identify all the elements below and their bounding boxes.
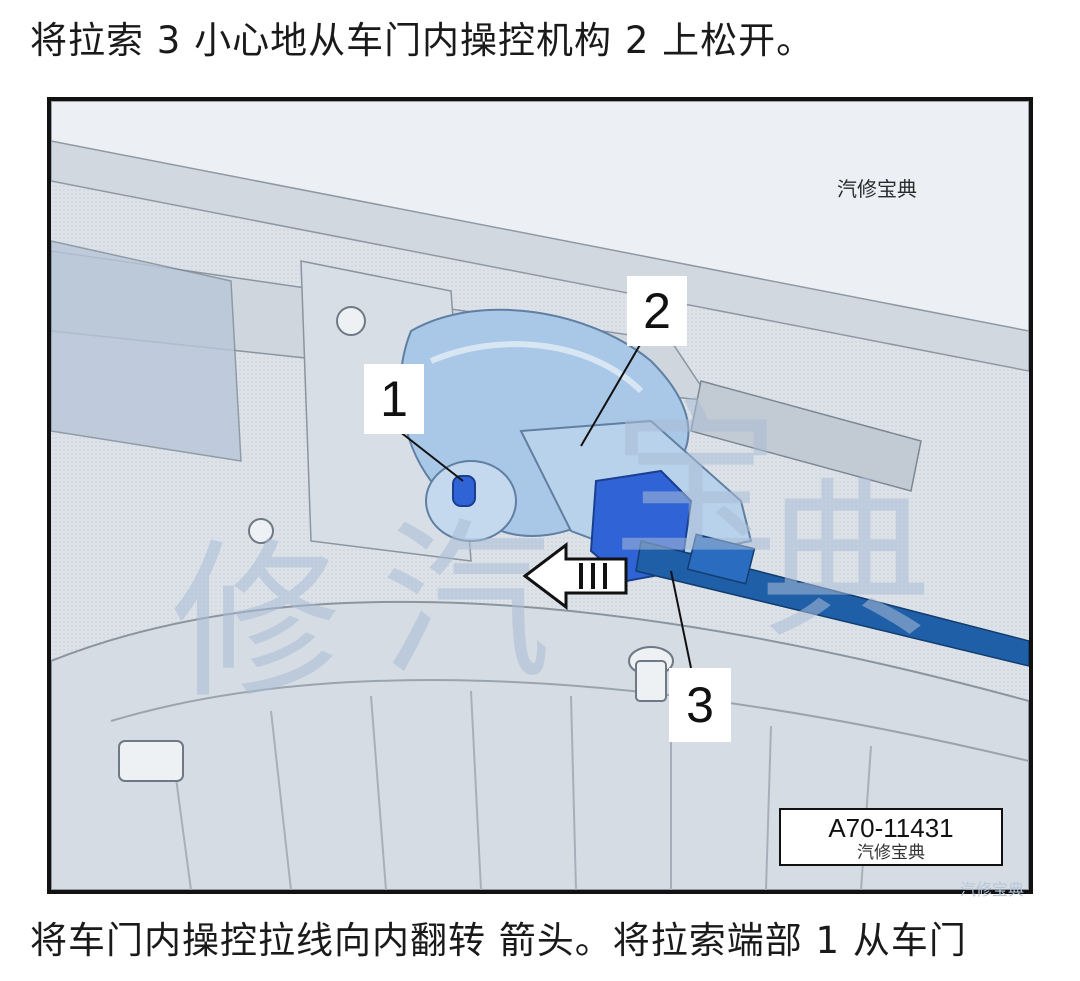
callout-label-2: 2 [627, 276, 687, 346]
paragraph-bottom: 将车门内操控拉线向内翻转 箭头。将拉索端部 1 从车门 [30, 919, 967, 962]
callout-label-3: 3 [669, 668, 731, 742]
svg-text:宝: 宝 [611, 384, 781, 582]
watermark-top: 汽修宝典 [837, 177, 917, 201]
svg-text:修: 修 [171, 524, 341, 722]
figure-drawing: 修 汽 宝 典 [51, 101, 1029, 890]
reference-code-box: A70-11431 汽修宝典 [779, 808, 1003, 866]
svg-text:汽: 汽 [381, 504, 551, 702]
reference-code: A70-11431 [828, 813, 954, 843]
arrow-left-icon [522, 541, 628, 611]
figure-illustration: 修 汽 宝 典 1 2 3 汽修宝典 A70-11431 汽修宝典 [47, 97, 1033, 894]
reference-watermark: 汽修宝典 [857, 843, 925, 863]
callout-label-1: 1 [364, 364, 424, 434]
svg-text:典: 典 [761, 464, 931, 662]
watermark-corner: 汽修宝典 [960, 880, 1025, 899]
paragraph-top: 将拉索 3 小心地从车门内操控机构 2 上松开。 [30, 19, 815, 62]
